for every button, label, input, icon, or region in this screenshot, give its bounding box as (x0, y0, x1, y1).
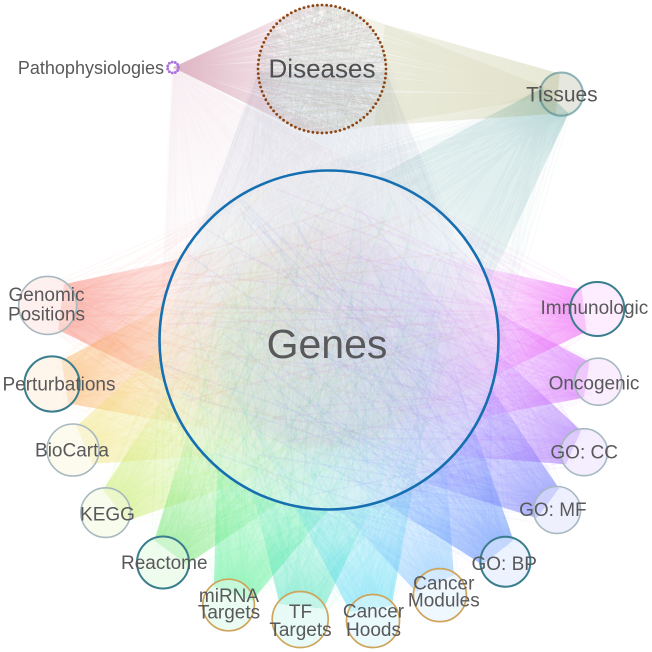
svg-text:GO: MF: GO: MF (519, 500, 587, 521)
svg-text:Targets: Targets (269, 620, 331, 641)
svg-text:Diseases: Diseases (269, 54, 376, 84)
svg-text:Cancer: Cancer (413, 573, 475, 594)
svg-text:Immunologic: Immunologic (541, 298, 649, 319)
svg-text:Perturbations: Perturbations (2, 375, 115, 396)
svg-text:Targets: Targets (198, 603, 260, 624)
svg-text:Modules: Modules (408, 591, 480, 612)
svg-text:Cancer: Cancer (343, 602, 405, 623)
svg-text:Positions: Positions (8, 305, 85, 326)
svg-text:miRNA: miRNA (199, 586, 259, 607)
svg-text:GO: CC: GO: CC (550, 443, 618, 464)
svg-text:Pathophysiologies: Pathophysiologies (18, 58, 164, 78)
svg-text:BioCarta: BioCarta (35, 441, 109, 462)
svg-text:Tissues: Tissues (526, 83, 598, 106)
svg-text:Genomic: Genomic (8, 285, 84, 306)
svg-text:TF: TF (289, 602, 312, 623)
svg-text:Reactome: Reactome (121, 553, 208, 574)
svg-text:Oncogenic: Oncogenic (549, 373, 640, 394)
svg-text:KEGG: KEGG (80, 504, 135, 525)
svg-text:Hoods: Hoods (346, 620, 401, 641)
svg-text:Genes: Genes (267, 321, 388, 367)
svg-text:GO: BP: GO: BP (471, 554, 536, 575)
